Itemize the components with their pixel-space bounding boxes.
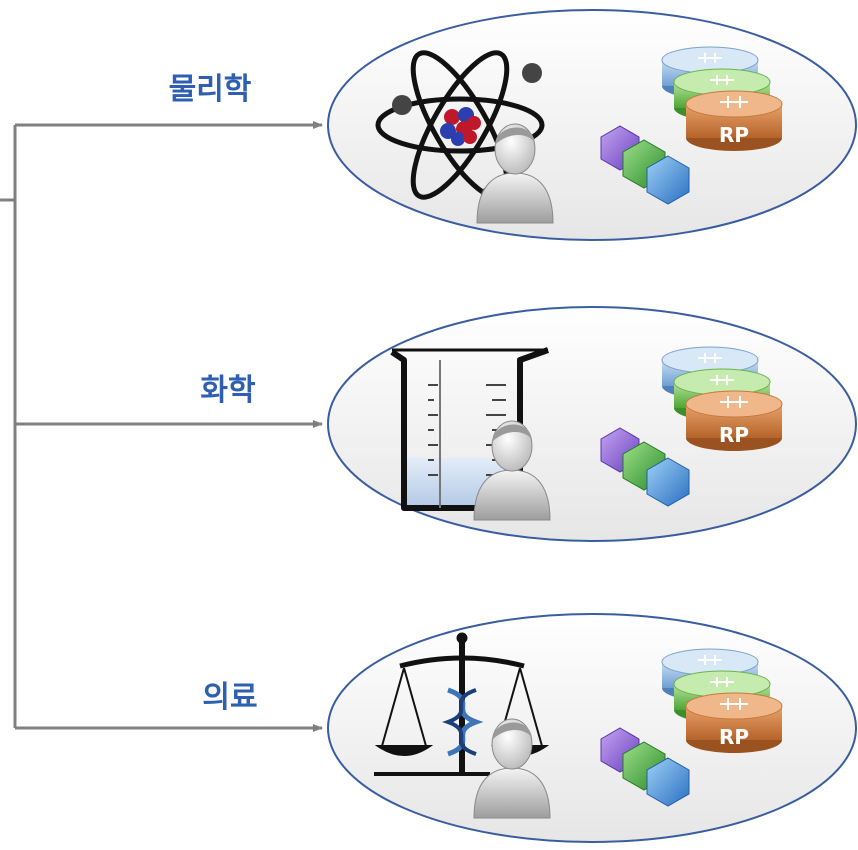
domain-label-chemistry: 화학: [200, 373, 256, 408]
connector-tree: [0, 121, 323, 732]
router-label: RP: [719, 423, 749, 447]
domain-group-chemistry: RP: [327, 306, 857, 542]
domain-label-physics: 물리학: [168, 72, 252, 107]
domain-group-physics: RP: [327, 9, 857, 241]
domain-label-medicine: 의료: [202, 680, 258, 715]
domain-group-medicine: RP: [327, 613, 857, 843]
router-label: RP: [719, 725, 749, 749]
router-label: RP: [719, 123, 749, 147]
